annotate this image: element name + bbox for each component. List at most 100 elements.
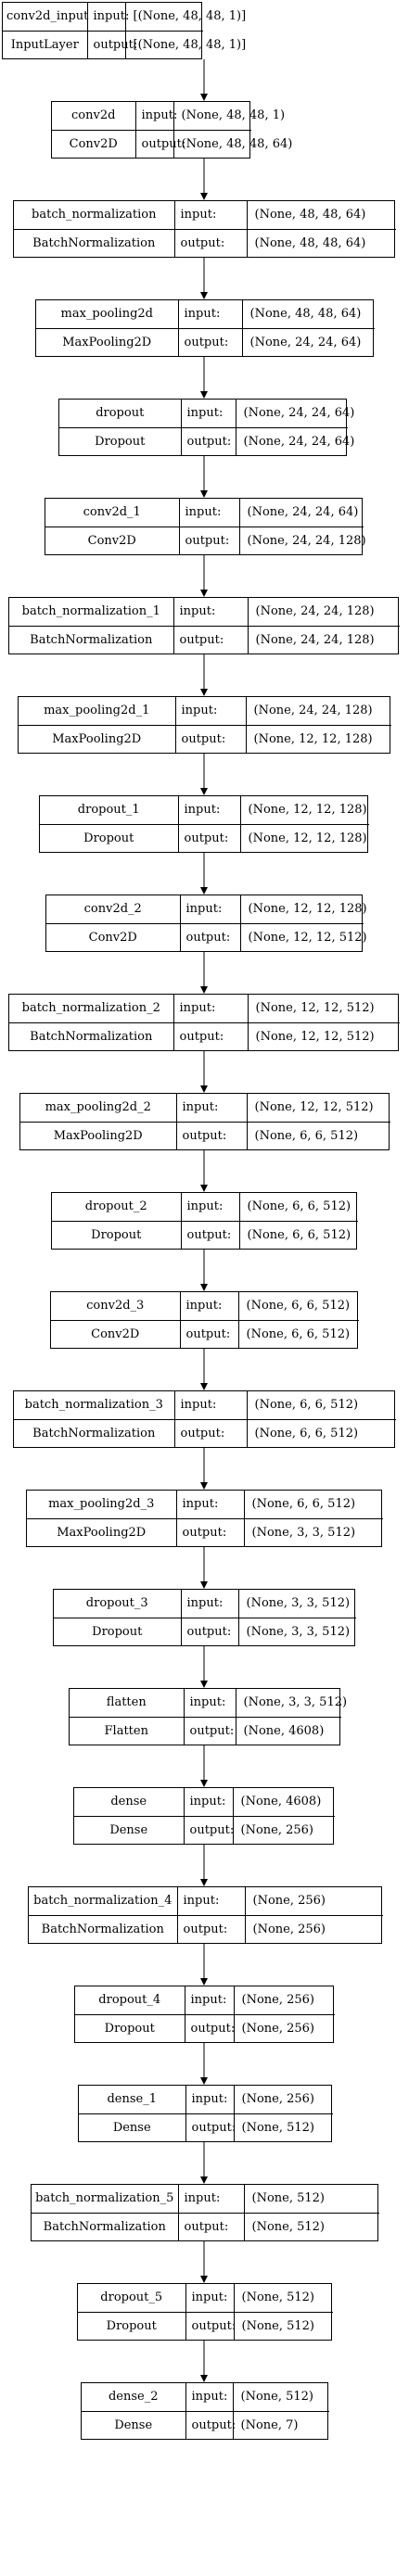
input-shape: (None, 4608): [232, 1788, 335, 1817]
layer-name: dense: [74, 1788, 185, 1817]
output-shape: [(None, 48, 48, 1)]: [124, 30, 246, 58]
input-label: input:: [184, 1986, 235, 2015]
layer-type: BatchNormalization: [14, 1418, 175, 1447]
layer-type: MaxPooling2D: [20, 1121, 177, 1149]
layer-table: max_pooling2d input: (None, 48, 48, 64) …: [36, 300, 375, 356]
output-shape: (None, 24, 24, 64): [241, 327, 375, 356]
input-label: input:: [175, 1094, 248, 1123]
layer-node-14: batch_normalization_3 input: (None, 6, 6…: [13, 1390, 396, 1448]
input-shape: (None, 48, 48, 64): [246, 201, 396, 230]
layer-name: dropout_4: [75, 1986, 185, 2015]
layer-name: batch_normalization_5: [32, 2185, 179, 2214]
input-shape: (None, 12, 12, 512): [246, 1094, 390, 1123]
layer-name: dropout_2: [52, 1193, 182, 1222]
layer-name: batch_normalization_3: [14, 1391, 175, 1420]
input-label: input:: [180, 1193, 240, 1222]
layer-type: BatchNormalization: [32, 2212, 179, 2240]
output-label: output:: [179, 1319, 239, 1348]
output-shape: (None, 512): [243, 2212, 379, 2240]
input-label: input:: [185, 2383, 234, 2412]
layer-table: batch_normalization_4 input: (None, 256)…: [29, 1887, 383, 1943]
output-label: output:: [177, 327, 243, 356]
layer-name: conv2d: [52, 102, 136, 131]
layer-table: dense_1 input: (None, 256) Dense output:…: [79, 2086, 333, 2141]
output-label: output:: [184, 2013, 235, 2042]
output-shape: (None, 6, 6, 512): [237, 1319, 359, 1348]
layer-name: dropout_1: [40, 796, 179, 825]
layer-type: Dropout: [59, 426, 182, 455]
output-shape: (None, 3, 3, 512): [237, 1617, 356, 1645]
layer-type: Conv2D: [51, 1319, 181, 1348]
layer-node-16: dropout_3 input: (None, 3, 3, 512) Dropo…: [53, 1589, 356, 1646]
input-shape: (None, 3, 3, 512): [235, 1689, 347, 1718]
layer-table: flatten input: (None, 3, 3, 512) Flatten…: [70, 1689, 347, 1745]
output-shape: (None, 7): [232, 2410, 329, 2439]
layer-table: max_pooling2d_3 input: (None, 6, 6, 512)…: [27, 1491, 383, 1546]
layer-table: batch_normalization_2 input: (None, 12, …: [9, 995, 400, 1050]
input-label: input:: [183, 1689, 236, 1718]
output-label: output:: [185, 2311, 236, 2340]
layer-table: dropout_3 input: (None, 3, 3, 512) Dropo…: [54, 1590, 356, 1645]
output-label: output:: [176, 1914, 246, 1943]
output-shape: (None, 512): [233, 2311, 333, 2340]
layer-table: conv2d_3 input: (None, 6, 6, 512) Conv2D…: [51, 1292, 359, 1348]
input-label: input:: [173, 995, 249, 1023]
layer-table: conv2d_2 input: (None, 12, 12, 128) Conv…: [46, 895, 367, 951]
layer-node-10: batch_normalization_2 input: (None, 12, …: [8, 994, 400, 1051]
output-label: output:: [173, 625, 249, 654]
layer-table: conv2d_1 input: (None, 24, 24, 64) Conv2…: [45, 499, 366, 554]
input-shape: (None, 6, 6, 512): [246, 1391, 396, 1420]
layer-table: dropout_2 input: (None, 6, 6, 512) Dropo…: [52, 1193, 358, 1249]
layer-node-23: dropout_5 input: (None, 512) Dropout out…: [77, 2283, 333, 2341]
output-shape: (None, 256): [233, 2013, 335, 2042]
input-label: input:: [173, 201, 248, 230]
input-shape: (None, 24, 24, 128): [245, 697, 391, 726]
input-label: input:: [174, 697, 247, 726]
layer-name: batch_normalization: [14, 201, 175, 230]
input-shape: (None, 256): [244, 1887, 383, 1916]
input-shape: (None, 24, 24, 64): [235, 400, 354, 428]
output-label: output:: [180, 1617, 239, 1645]
output-shape: (None, 256): [232, 1815, 335, 1844]
layer-type: Dense: [79, 2113, 186, 2141]
layer-type: Dropout: [40, 823, 179, 852]
layer-node-8: dropout_1 input: (None, 12, 12, 128) Dro…: [39, 795, 369, 853]
layer-type: BatchNormalization: [9, 625, 174, 654]
layer-node-13: conv2d_3 input: (None, 6, 6, 512) Conv2D…: [50, 1291, 359, 1349]
output-label: output:: [183, 1716, 236, 1745]
layer-table: dense input: (None, 4608) Dense output: …: [74, 1788, 335, 1844]
layer-table: conv2d input: (None, 48, 48, 1) Conv2D o…: [52, 102, 292, 158]
layer-name: flatten: [70, 1689, 185, 1718]
input-label: input:: [179, 895, 241, 924]
output-label: output:: [174, 724, 247, 753]
layer-type: Flatten: [70, 1716, 185, 1745]
input-label: input:: [185, 2284, 235, 2313]
layer-name: max_pooling2d_2: [20, 1094, 177, 1123]
layer-name: dense_1: [79, 2086, 186, 2114]
layer-name: conv2d_1: [45, 499, 180, 527]
output-shape: (None, 12, 12, 512): [247, 1022, 400, 1050]
input-label: input:: [86, 3, 129, 32]
layer-table: batch_normalization_5 input: (None, 512)…: [32, 2185, 379, 2240]
layer-type: MaxPooling2D: [36, 327, 179, 356]
layer-type: Dense: [74, 1815, 185, 1844]
input-label: input:: [185, 2086, 235, 2114]
input-shape: (None, 6, 6, 512): [237, 1292, 359, 1321]
output-label: output:: [173, 1022, 249, 1050]
output-label: output:: [185, 2113, 236, 2141]
layer-table: batch_normalization_3 input: (None, 6, 6…: [14, 1391, 396, 1447]
output-shape: (None, 12, 12, 128): [239, 823, 369, 852]
input-label: input:: [134, 102, 177, 131]
input-label: input:: [178, 499, 240, 527]
input-label: input:: [177, 300, 243, 329]
layer-node-6: batch_normalization_1 input: (None, 24, …: [8, 597, 400, 654]
layer-name: batch_normalization_2: [9, 995, 174, 1023]
output-shape: (None, 4608): [235, 1716, 341, 1745]
layer-node-9: conv2d_2 input: (None, 12, 12, 128) Conv…: [45, 895, 367, 952]
output-label: output:: [173, 228, 248, 257]
layer-node-18: dense input: (None, 4608) Dense output: …: [73, 1787, 335, 1845]
input-shape: [(None, 48, 48, 1)]: [124, 3, 246, 32]
layer-node-2: batch_normalization input: (None, 48, 48…: [13, 200, 396, 258]
output-shape: (None, 6, 6, 512): [238, 1220, 358, 1249]
output-label: output:: [183, 1815, 234, 1844]
